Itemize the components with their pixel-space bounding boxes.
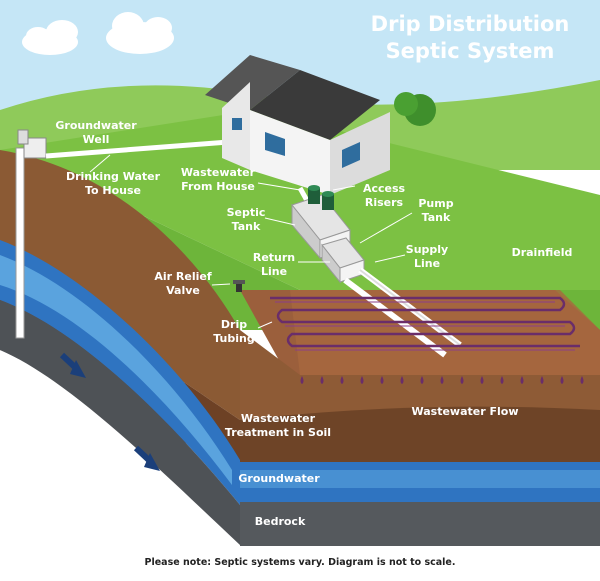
pump-tank-icon	[321, 237, 365, 284]
label-pump-tank-2: Tank	[422, 211, 451, 224]
grass-surface	[0, 110, 600, 290]
well-head	[23, 137, 47, 159]
cloud-icon	[106, 12, 174, 54]
title-line2: Septic System	[386, 39, 555, 63]
label-supply-line-1: Supply	[406, 243, 448, 256]
bedrock	[240, 502, 600, 546]
bedrock-left	[0, 300, 240, 545]
well-casing	[15, 147, 25, 339]
cloud-icon	[22, 20, 78, 55]
label-drinking-water-1: Drinking Water	[66, 170, 161, 183]
label-bedrock: Bedrock	[255, 515, 306, 528]
label-drip-tubing-1: Drip	[221, 318, 247, 331]
droplet-icons	[300, 376, 584, 384]
air-relief-valve-icon	[233, 280, 245, 292]
drip-tubing	[270, 296, 580, 348]
label-wastewater-treatment-2: Treatment in Soil	[225, 426, 331, 439]
label-pump-tank-1: Pump	[418, 197, 453, 210]
label-air-relief-valve-1: Air Relief	[154, 270, 211, 283]
access-risers-icon	[308, 185, 334, 210]
label-wastewater-flow: Wastewater Flow	[412, 405, 519, 418]
label-air-relief-valve-2: Valve	[166, 284, 200, 297]
soil-front-mid	[240, 406, 600, 470]
label-supply-line-2: Line	[414, 257, 440, 270]
label-groundwater-well-2: Well	[83, 133, 110, 146]
label-access-risers-1: Access	[363, 182, 406, 195]
label-groundwater-well-1: Groundwater	[55, 119, 137, 132]
soil-left-top	[0, 150, 240, 420]
title-line1: Drip Distribution	[371, 12, 570, 36]
label-access-risers-2: Risers	[365, 196, 404, 209]
label-return-line-1: Return	[253, 251, 295, 264]
label-drainfield: Drainfield	[512, 246, 573, 259]
footnote: Please note: Septic systems vary. Diagra…	[144, 557, 456, 568]
house-icon	[205, 55, 390, 195]
label-return-line-2: Line	[261, 265, 287, 278]
label-drinking-water-2: To House	[85, 184, 141, 197]
drinking-water-line	[45, 137, 256, 159]
return-line	[343, 277, 447, 358]
label-septic-tank-2: Tank	[232, 220, 261, 233]
label-wastewater-treatment-1: Wastewater	[241, 412, 316, 425]
label-septic-tank-1: Septic	[227, 206, 266, 219]
label-groundwater: Groundwater	[238, 472, 320, 485]
label-drip-tubing-2: Tubing	[213, 332, 254, 345]
label-wastewater-from-house-1: Wastewater	[181, 166, 256, 179]
label-wastewater-from-house-2: From House	[181, 180, 255, 193]
